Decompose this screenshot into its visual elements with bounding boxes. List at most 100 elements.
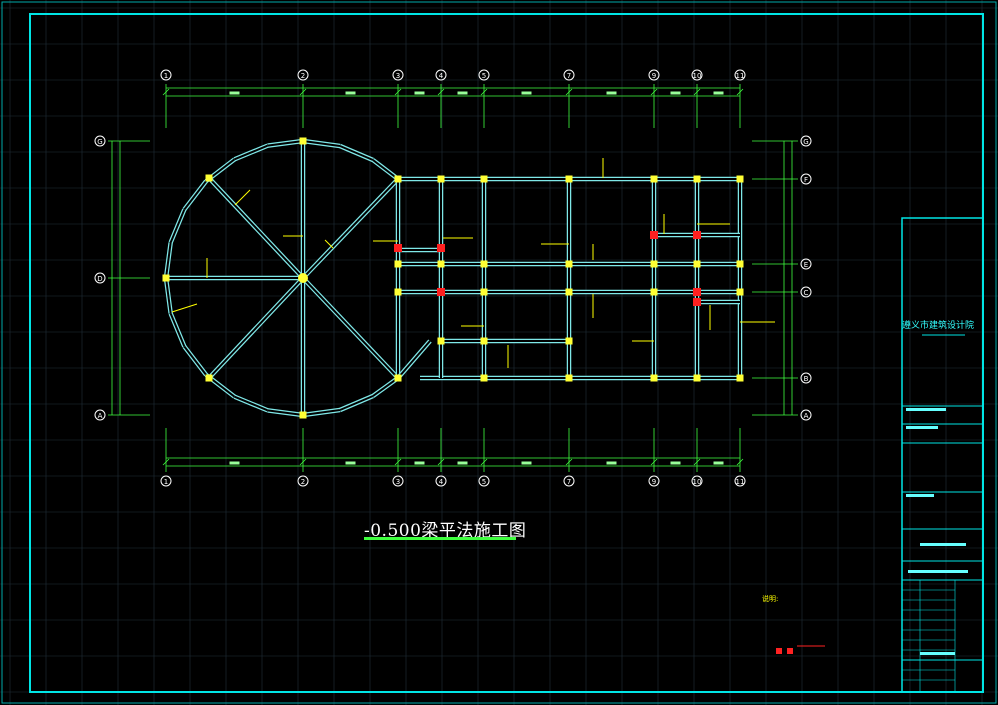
axis-label: 2 [301, 478, 305, 486]
column [162, 274, 170, 282]
column [650, 288, 658, 296]
dimension-text-mark [713, 91, 724, 95]
axis-label: G [97, 138, 102, 146]
column [736, 175, 744, 183]
column [205, 374, 213, 382]
axis-bubble [800, 409, 812, 421]
axis-bubble [392, 475, 404, 487]
dimension-text-mark [457, 461, 468, 465]
column-red [437, 244, 445, 252]
column [736, 374, 744, 382]
axis-bubble [691, 69, 703, 81]
column-center [298, 273, 308, 283]
axis-bubble [94, 272, 106, 284]
dimension-text-mark [521, 461, 532, 465]
column [437, 260, 445, 268]
axis-label: 3 [396, 478, 400, 486]
dimension-text-mark [229, 91, 240, 95]
beam-core [339, 395, 374, 411]
axis-label: B [804, 375, 809, 383]
beam-annotation-leader [171, 303, 198, 313]
axis-bubble [160, 69, 172, 81]
beam-core [234, 144, 268, 161]
axis-label: 2 [301, 72, 305, 80]
axis-bubble [800, 173, 812, 185]
title-block-text-mark [906, 408, 946, 411]
axis-bubble [691, 475, 703, 487]
beam-core [372, 159, 399, 180]
title-block-text-mark [920, 543, 966, 546]
column [693, 260, 701, 268]
axis-label: C [804, 289, 809, 297]
column [650, 374, 658, 382]
dimension-text-mark [670, 461, 681, 465]
axis-label: 5 [482, 478, 486, 486]
axis-bubble [478, 69, 490, 81]
axis-bubble [94, 135, 106, 147]
beam-core [267, 409, 304, 416]
columns [162, 137, 744, 419]
title-block-text-mark [920, 652, 955, 655]
axis-bubble [734, 475, 746, 487]
column [394, 374, 402, 382]
beam-core [165, 277, 172, 314]
title-block-text-mark [906, 426, 938, 429]
column [299, 411, 307, 419]
axis-label: 5 [482, 72, 486, 80]
beam-core [302, 178, 399, 279]
axis-label: 4 [439, 478, 444, 486]
dimension-text-mark [345, 91, 356, 95]
beam-core [302, 277, 399, 379]
axis-label: 7 [567, 478, 571, 486]
dimension-text-mark [414, 91, 425, 95]
drawing-title: -0.500梁平法施工图 [364, 521, 527, 541]
beam-core [302, 140, 341, 147]
beam-core [267, 140, 304, 147]
axis-label: A [98, 412, 103, 420]
axis-label: 1 [164, 478, 168, 486]
axis-bubble [435, 475, 447, 487]
column [480, 337, 488, 345]
axis-label: D [97, 275, 102, 283]
dimension-text-mark [414, 461, 425, 465]
axis-label: G [803, 138, 808, 146]
column [394, 288, 402, 296]
axis-label: 9 [652, 478, 656, 486]
notes-label: 说明: [762, 595, 779, 603]
axis-label: 11 [736, 478, 745, 486]
red-legend-mark [776, 648, 782, 654]
beam-core [372, 377, 399, 397]
axis-bubble [800, 372, 812, 384]
axis-bubble [800, 258, 812, 270]
drawing-title-underline [364, 537, 516, 540]
dimension-text-mark [606, 461, 617, 465]
axis-bubble [297, 475, 309, 487]
column [480, 260, 488, 268]
column [437, 175, 445, 183]
column [299, 137, 307, 145]
column [650, 260, 658, 268]
axis-bubble [392, 69, 404, 81]
axis-bubble [800, 286, 812, 298]
beam-core [397, 340, 431, 379]
column [394, 175, 402, 183]
title-block-text-mark [906, 494, 934, 497]
axis-label: F [804, 176, 808, 184]
beam-core [208, 177, 304, 279]
axis-label: 11 [736, 72, 745, 80]
column [480, 374, 488, 382]
beam-core [183, 345, 207, 376]
column [693, 374, 701, 382]
column [205, 174, 213, 182]
title-block-border [901, 217, 984, 693]
beam-core [169, 313, 186, 347]
column [565, 175, 573, 183]
design-institute-name: 遵义市建筑设计院 [902, 321, 975, 331]
column [650, 175, 658, 183]
axis-bubble [94, 409, 106, 421]
column [693, 175, 701, 183]
